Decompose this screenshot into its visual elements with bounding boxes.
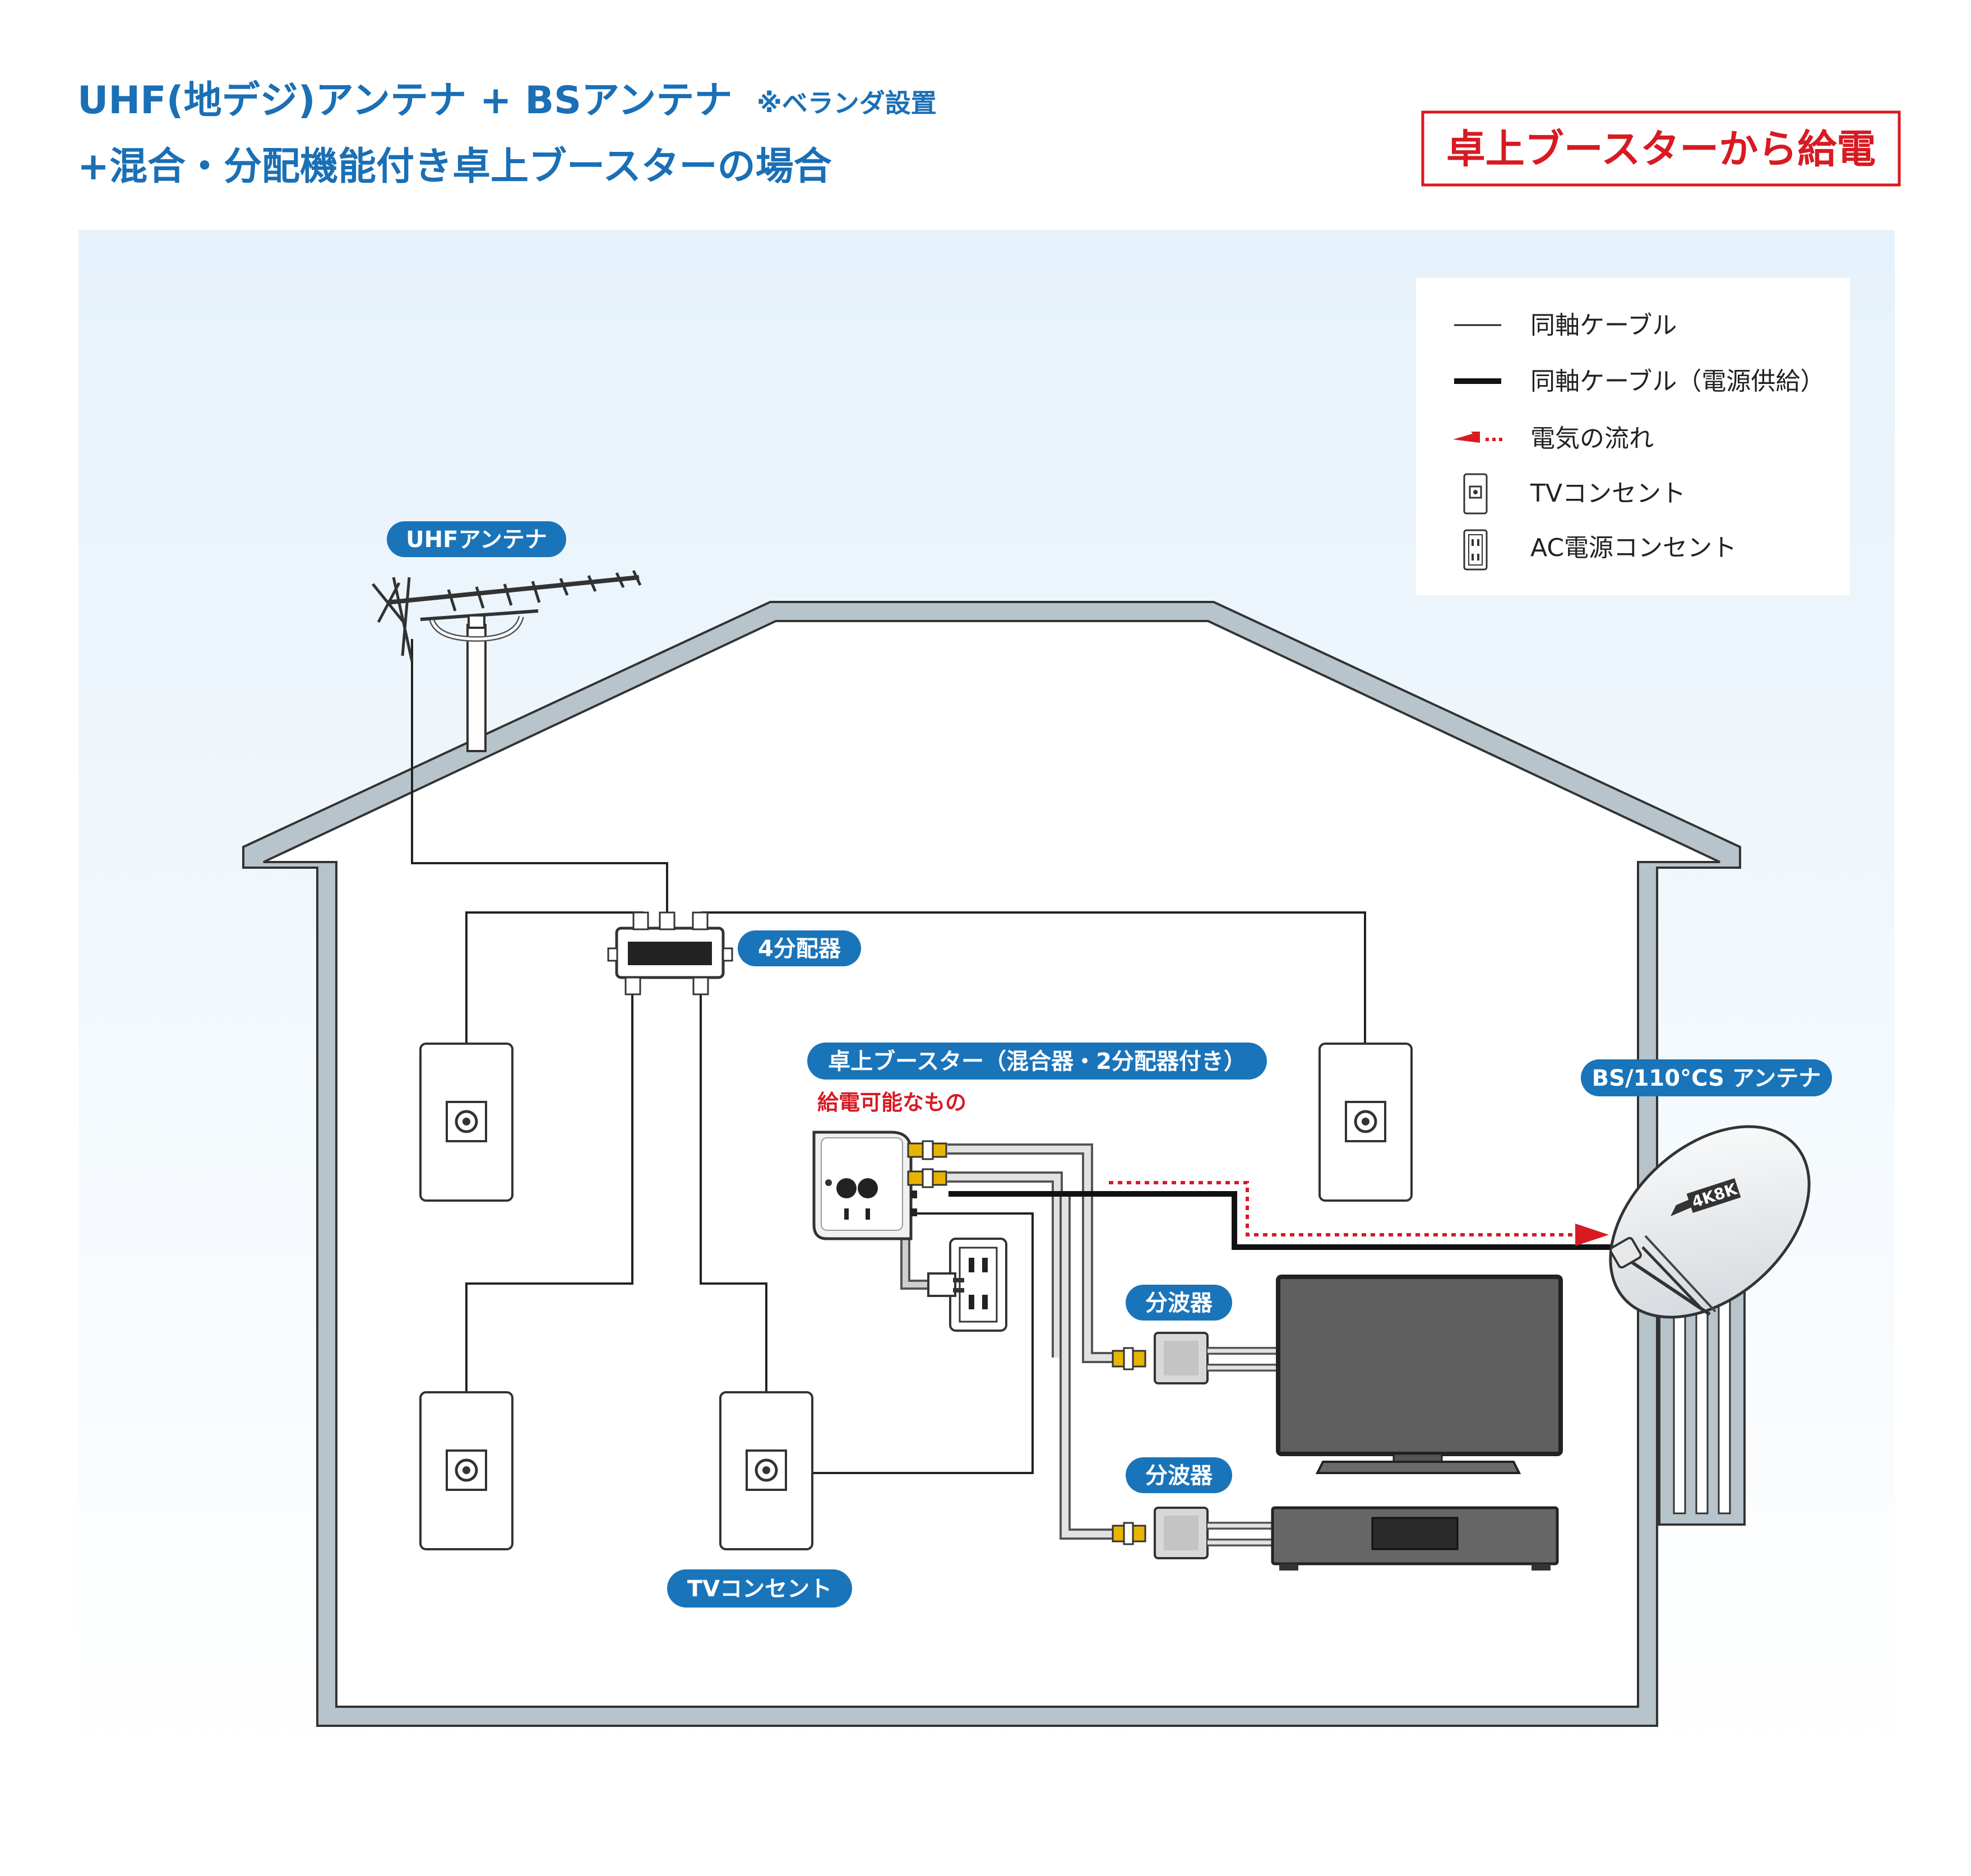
diplexer-labels: 分波器 分波器 (1126, 1285, 1232, 1493)
svg-text:UHFアンテナ: UHFアンテナ (406, 527, 547, 553)
tv-outlet-upper-right (1318, 1043, 1413, 1202)
cable-splitter-to-outlet-lc (700, 995, 767, 1392)
tv-outlet-upper-left (419, 1043, 513, 1202)
cable-antenna-to-splitter (411, 639, 668, 925)
tv-outlet-lower-center (719, 1391, 813, 1550)
svg-text:卓上ブースター（混合器・2分配器付き）: 卓上ブースター（混合器・2分配器付き） (828, 1049, 1246, 1074)
booster-output-cables (947, 1143, 1124, 1540)
svg-text:BS/110°CS アンテナ: BS/110°CS アンテナ (1592, 1066, 1821, 1091)
power-coax-cable (949, 1191, 1626, 1250)
legend-label-1: 同軸ケーブル（電源供給） (1530, 367, 1825, 396)
title-line-2: +混合・分配機能付き卓上ブースターの場合 (77, 145, 832, 189)
legend-ac-outlet-icon (1463, 529, 1488, 571)
booster-label: 卓上ブースター（混合器・2分配器付き） (807, 1043, 1267, 1080)
legend-label-3: TVコンセント (1530, 479, 1686, 508)
power-badge: 卓上ブースターから給電 (1421, 110, 1901, 187)
header: UHF(地デジ)アンテナ + BSアンテナ ※ベランダ設置 +混合・分配機能付き… (77, 78, 1901, 189)
cable-splitter-to-outlet-ur (701, 911, 1366, 1044)
tv-outlet-lower-left (419, 1391, 513, 1550)
cable-splitter-to-outlet-ul (465, 911, 644, 1044)
four-way-splitter-label: 4分配器 (738, 930, 861, 966)
uhf-antenna-label: UHFアンテナ (387, 521, 566, 557)
title-note: ※ベランダ設置 (757, 88, 937, 118)
legend-label-0: 同軸ケーブル (1530, 311, 1677, 340)
tv-outlet-label: TVコンセント (667, 1569, 852, 1608)
cable-splitter-to-outlet-ll (465, 995, 633, 1392)
four-way-splitter-icon (607, 911, 733, 995)
recorder-icon (1271, 1506, 1559, 1571)
ac-outlet-icon (927, 1238, 1007, 1332)
bs-dish-antenna-icon: 4K8K (1609, 1125, 1811, 1319)
electricity-flow-arrow (1109, 1181, 1609, 1246)
bs-antenna-label: BS/110°CS アンテナ (1581, 1059, 1832, 1096)
legend-red-dotted-arrow (1453, 432, 1502, 443)
desktop-booster-icon (812, 1131, 947, 1240)
legend-label-4: AC電源コンセント (1530, 534, 1737, 562)
title-line-1: UHF(地デジ)アンテナ + BSアンテナ (77, 78, 732, 123)
television-icon (1276, 1275, 1563, 1474)
svg-text:4分配器: 4分配器 (758, 936, 841, 962)
diplexer-recorder-icon (1112, 1507, 1271, 1559)
svg-text:分波器: 分波器 (1145, 1290, 1213, 1316)
thin-coax-cables (411, 639, 1366, 1474)
cable-outlet-to-booster (766, 1212, 1034, 1474)
power-cord (900, 1225, 931, 1290)
svg-text:分波器: 分波器 (1145, 1463, 1213, 1489)
power-badge-text: 卓上ブースターから給電 (1446, 126, 1876, 172)
uhf-antenna-icon (372, 569, 642, 662)
svg-text:TVコンセント: TVコンセント (687, 1576, 832, 1602)
legend: 同軸ケーブル 同軸ケーブル（電源供給） 電気の流れ TVコンセント AC電源コン… (1416, 278, 1850, 595)
diplexer-tv-icon (1112, 1332, 1277, 1384)
legend-tv-outlet-icon (1463, 473, 1488, 515)
antenna-mast (466, 624, 487, 752)
booster-note: 給電可能なもの (817, 1090, 966, 1115)
legend-label-2: 電気の流れ (1530, 424, 1654, 453)
